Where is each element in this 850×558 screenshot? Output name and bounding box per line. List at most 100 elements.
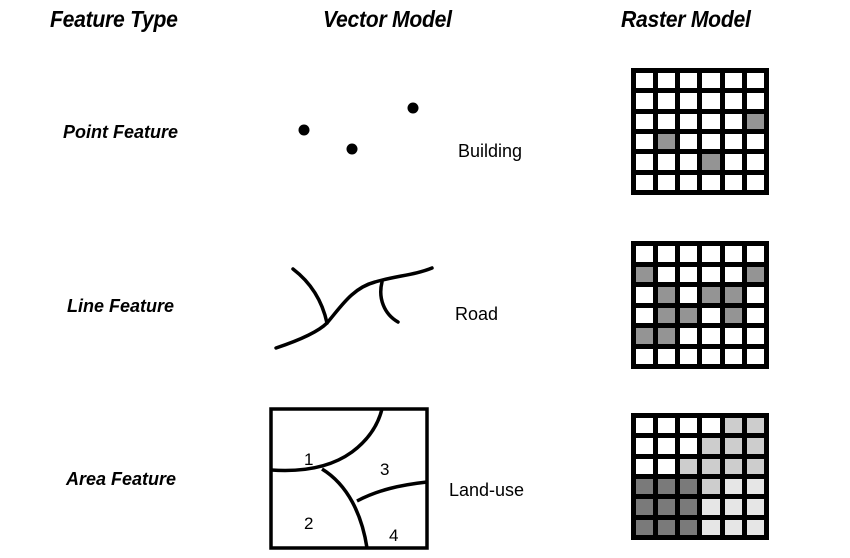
- raster-cell: [636, 458, 654, 474]
- raster-cell: [680, 266, 698, 282]
- raster-cell: [658, 478, 676, 495]
- area-border-1: [270, 408, 384, 473]
- raster-cell: [636, 499, 654, 515]
- raster-cell: [680, 519, 698, 535]
- raster-cell: [724, 478, 742, 495]
- raster-cell: [702, 73, 720, 89]
- raster-cell: [724, 133, 742, 150]
- raster-cell: [724, 93, 742, 109]
- raster-cell: [658, 133, 676, 150]
- raster-cell: [724, 458, 742, 474]
- raster-cell: [680, 499, 698, 515]
- raster-cell: [724, 438, 742, 454]
- raster-cell: [658, 307, 676, 323]
- raster-cell: [746, 438, 764, 454]
- raster-cell: [680, 93, 698, 109]
- raster-cell: [724, 154, 742, 170]
- raster-cell: [636, 113, 654, 129]
- raster-cell: [680, 328, 698, 344]
- area-label-3: 3: [380, 460, 389, 479]
- raster-cell: [658, 266, 676, 282]
- raster-cell: [746, 266, 764, 282]
- area-labels: 1 2 3 4: [304, 450, 398, 545]
- point-building-3: [407, 102, 419, 114]
- area-border-2: [321, 467, 369, 549]
- raster-cell: [746, 133, 764, 150]
- raster-cell: [746, 519, 764, 535]
- vector-line-feature: [274, 266, 434, 350]
- raster-cell: [724, 519, 742, 535]
- raster-cell: [636, 73, 654, 89]
- raster-cell: [680, 307, 698, 323]
- raster-cell: [680, 174, 698, 190]
- area-label-1: 1: [304, 450, 313, 469]
- raster-cell: [680, 73, 698, 89]
- raster-cell: [658, 328, 676, 344]
- raster-cell: [636, 246, 654, 262]
- raster-cell: [746, 458, 764, 474]
- raster-cell: [636, 93, 654, 109]
- row-label-area: Area Feature: [66, 469, 177, 489]
- road-branch: [291, 267, 329, 325]
- raster-cell: [724, 287, 742, 303]
- raster-grid-line: [631, 241, 769, 369]
- raster-cell: [636, 307, 654, 323]
- raster-cell: [702, 154, 720, 170]
- raster-cell: [702, 348, 720, 364]
- area-label-2: 2: [304, 514, 313, 533]
- raster-cell: [658, 113, 676, 129]
- vector-area-feature: [269, 407, 429, 550]
- raster-cell: [702, 287, 720, 303]
- header-vector-model: Vector Model: [323, 6, 452, 32]
- raster-cell: [702, 174, 720, 190]
- raster-cell: [636, 266, 654, 282]
- raster-cell: [658, 458, 676, 474]
- raster-cell: [746, 174, 764, 190]
- raster-cell: [746, 287, 764, 303]
- raster-cell: [724, 266, 742, 282]
- raster-cell: [724, 246, 742, 262]
- road-spur: [379, 280, 400, 324]
- area-label-4: 4: [389, 526, 398, 545]
- raster-cell: [636, 287, 654, 303]
- road-main: [274, 266, 434, 350]
- header-feature-type: Feature Type: [50, 6, 178, 32]
- raster-cell: [636, 348, 654, 364]
- raster-cell: [680, 113, 698, 129]
- raster-cell: [636, 133, 654, 150]
- raster-cell: [746, 154, 764, 170]
- raster-cell: [746, 246, 764, 262]
- raster-cell: [680, 418, 698, 434]
- vector-point-feature: [298, 102, 419, 155]
- raster-cell: [680, 246, 698, 262]
- raster-cell: [680, 287, 698, 303]
- raster-cell: [702, 246, 720, 262]
- row-label-line: Line Feature: [67, 296, 175, 316]
- raster-cell: [636, 418, 654, 434]
- row-label-point: Point Feature: [63, 122, 179, 142]
- raster-cell: [724, 113, 742, 129]
- example-label-road: Road: [455, 304, 499, 324]
- raster-cell: [746, 93, 764, 109]
- raster-cell: [658, 499, 676, 515]
- raster-cell: [746, 307, 764, 323]
- raster-cell: [636, 154, 654, 170]
- raster-cell: [680, 154, 698, 170]
- area-border-3: [356, 480, 428, 503]
- raster-cell: [658, 348, 676, 364]
- raster-cell: [702, 458, 720, 474]
- raster-cell: [724, 174, 742, 190]
- raster-cell: [658, 93, 676, 109]
- raster-cell: [702, 93, 720, 109]
- point-building-1: [298, 124, 310, 136]
- raster-cell: [702, 133, 720, 150]
- area-boundary: [269, 407, 429, 550]
- raster-cell: [746, 73, 764, 89]
- raster-cell: [702, 438, 720, 454]
- raster-cell: [658, 154, 676, 170]
- raster-cell: [746, 348, 764, 364]
- example-label-land-use: Land-use: [449, 480, 525, 500]
- raster-cell: [746, 328, 764, 344]
- raster-cell: [636, 438, 654, 454]
- raster-cell: [746, 499, 764, 515]
